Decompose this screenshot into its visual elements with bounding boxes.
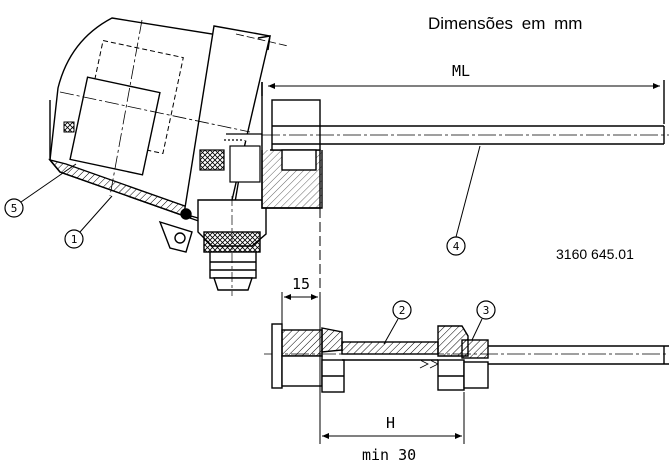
callout-3-label: 3 <box>483 304 490 317</box>
connection-head <box>48 17 289 253</box>
callout-5: 5 <box>4 163 77 218</box>
dim-15: 15 <box>292 275 310 293</box>
cable-gland <box>197 196 267 296</box>
callout-4: 4 <box>446 145 481 256</box>
compression-fitting <box>264 292 669 444</box>
dim-h: H <box>386 414 395 432</box>
callout-1-label: 1 <box>71 233 78 246</box>
units-note: Dimensões em mm <box>428 14 583 33</box>
terminal-block <box>199 133 263 183</box>
callout-4-label: 4 <box>453 240 460 253</box>
callout-2-label: 2 <box>399 304 406 317</box>
dim-min-30: min 30 <box>362 446 416 464</box>
callout-2: 2 <box>383 300 412 345</box>
probe-top <box>261 80 669 300</box>
callout-3: 3 <box>471 300 496 341</box>
dim-ml: ML <box>452 62 470 80</box>
callout-5-label: 5 <box>11 202 18 215</box>
callout-1: 1 <box>64 195 113 249</box>
drawing-number: 3160 645.01 <box>556 246 634 262</box>
